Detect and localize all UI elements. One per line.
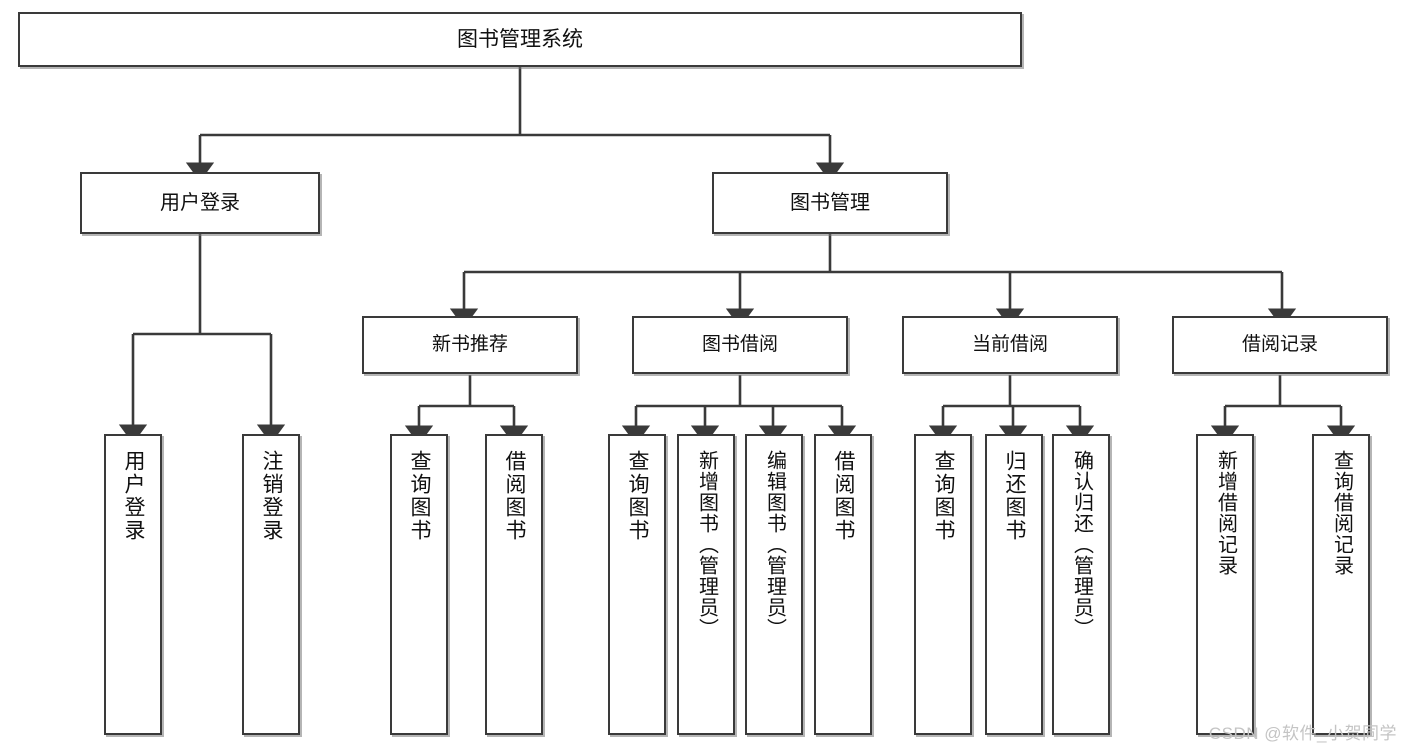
leaf-confirm-return-admin[interactable]: 确认归还（管理员） [1052,434,1110,735]
node-label: 用户登录 [122,450,146,542]
leaf-return-book[interactable]: 归还图书 [985,434,1043,735]
node-label: 图书管理系统 [457,27,583,51]
node-new-book-recommend[interactable]: 新书推荐 [362,316,578,374]
node-book-management[interactable]: 图书管理 [712,172,948,234]
node-current-borrow[interactable]: 当前借阅 [902,316,1118,374]
node-label: 查询图书 [626,450,650,542]
node-label: 查询图书 [408,450,432,542]
leaf-borrow-book-recommend[interactable]: 借阅图书 [485,434,543,735]
leaf-edit-book-admin[interactable]: 编辑图书（管理员） [745,434,803,735]
node-root-book-management-system[interactable]: 图书管理系统 [18,12,1022,67]
node-label: 用户登录 [160,191,240,214]
node-label: 图书管理 [790,191,870,214]
leaf-logout[interactable]: 注销登录 [242,434,300,735]
leaf-query-book-recommend[interactable]: 查询图书 [390,434,448,735]
node-label: 查询借阅记录 [1330,450,1353,576]
leaf-user-login[interactable]: 用户登录 [104,434,162,735]
leaf-query-borrow-record[interactable]: 查询借阅记录 [1312,434,1370,735]
node-label: 当前借阅 [971,334,1048,356]
leaf-query-book-borrow[interactable]: 查询图书 [608,434,666,735]
node-label: 新书推荐 [431,334,508,356]
node-label: 确认归还（管理员） [1070,450,1093,639]
leaf-add-borrow-record[interactable]: 新增借阅记录 [1196,434,1254,735]
leaf-query-book-current[interactable]: 查询图书 [914,434,972,735]
leaf-add-book-admin[interactable]: 新增图书（管理员） [677,434,735,735]
watermark: CSDN @软件_小贺同学 [1208,724,1397,743]
node-label: 图书借阅 [701,334,778,356]
node-label: 新增借阅记录 [1214,450,1237,576]
leaf-borrow-book[interactable]: 借阅图书 [814,434,872,735]
node-book-borrow[interactable]: 图书借阅 [632,316,848,374]
node-label: 查询图书 [932,450,956,542]
node-borrow-record[interactable]: 借阅记录 [1172,316,1388,374]
node-label: 归还图书 [1003,450,1027,542]
node-user-login[interactable]: 用户登录 [80,172,320,234]
node-label: 编辑图书（管理员） [763,450,786,639]
node-label: 借阅图书 [503,450,527,542]
node-label: 借阅图书 [832,450,856,542]
node-label: 注销登录 [260,450,284,542]
node-label: 新增图书（管理员） [695,450,718,639]
node-label: 借阅记录 [1241,334,1318,356]
